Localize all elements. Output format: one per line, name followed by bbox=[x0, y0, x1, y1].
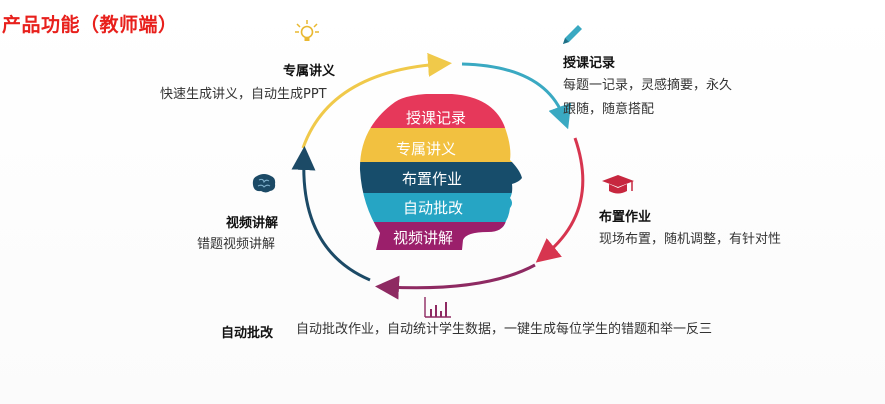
head-band-2 bbox=[359, 128, 522, 162]
bar-chart-icon bbox=[424, 297, 451, 318]
arc-navy bbox=[291, 146, 371, 282]
band-label-4: 自动批改 bbox=[403, 199, 463, 217]
head-band-3 bbox=[359, 162, 522, 193]
node-title-handout: 专属讲义 bbox=[283, 64, 336, 79]
node-desc-handout: 快速生成讲义，自动生成PPT bbox=[160, 87, 327, 102]
node-desc-homework: 现场布置，随机调整，有针对性 bbox=[599, 232, 782, 247]
node-desc-record: 每题一记录，灵感摘要，永久跟随，随意搭配 bbox=[563, 78, 733, 117]
band-label-5: 视频讲解 bbox=[393, 229, 453, 247]
pencil-icon bbox=[563, 25, 582, 44]
band-label-1: 授课记录 bbox=[406, 109, 466, 127]
node-title-homework: 布置作业 bbox=[599, 210, 652, 225]
brain-icon bbox=[252, 174, 276, 193]
node-desc-grading: 自动批改作业，自动统计学生数据，一键生成每位学生的错题和举一反三 bbox=[296, 322, 713, 337]
arc-teal bbox=[461, 62, 572, 130]
node-title-video: 视频讲解 bbox=[226, 216, 279, 231]
band-label-3: 布置作业 bbox=[402, 170, 462, 188]
node-desc-video: 错题视频讲解 bbox=[197, 237, 276, 252]
lightbulb-icon bbox=[295, 20, 319, 41]
graduation-cap-icon bbox=[602, 175, 634, 194]
node-title-grading: 自动批改 bbox=[221, 326, 274, 341]
node-title-record: 授课记录 bbox=[563, 56, 616, 71]
arc-yellow bbox=[301, 52, 452, 149]
band-label-2: 专属讲义 bbox=[396, 140, 456, 158]
head-band-4 bbox=[359, 193, 522, 222]
page-title: 产品功能（教师端） bbox=[2, 14, 178, 36]
arc-purple bbox=[375, 263, 536, 300]
arc-red bbox=[535, 137, 585, 263]
